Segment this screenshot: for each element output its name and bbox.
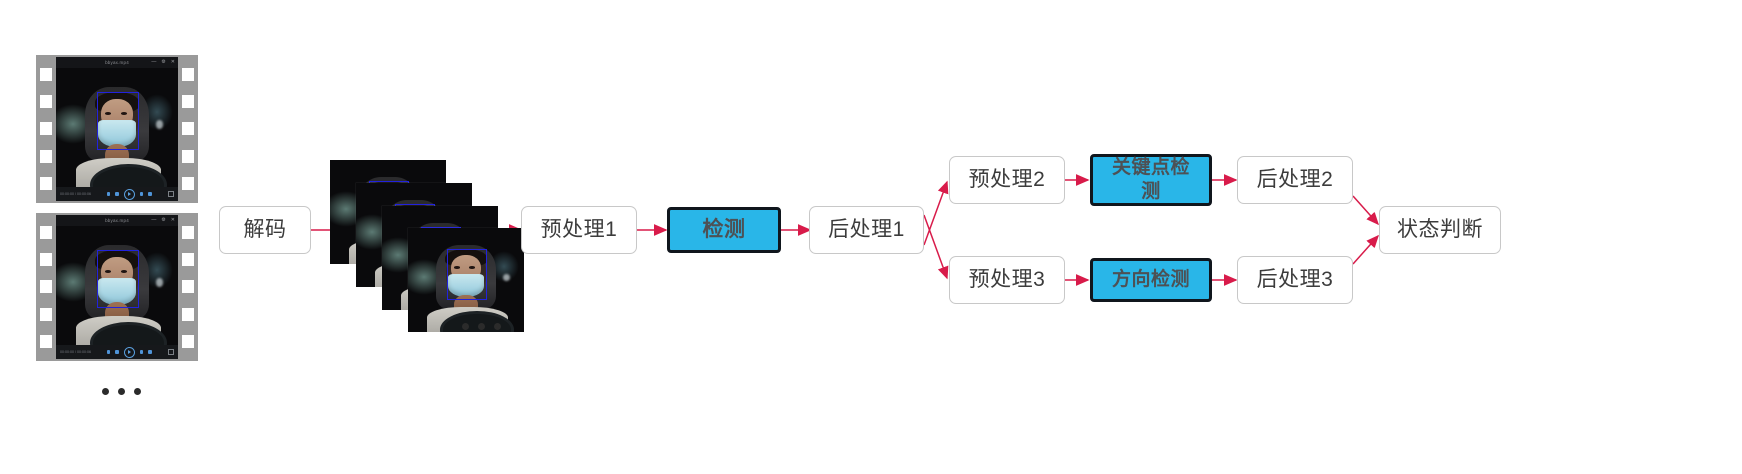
edge-postprocess1-to-preprocess3 [923,214,949,280]
decoded-frame-stack [330,160,524,332]
video-filmstrip-2[interactable]: bbyax.mp4 — ⚙ ✕ [36,213,198,361]
film-perforations-left [36,213,56,361]
stop-icon[interactable] [106,192,111,196]
playback-controls[interactable] [91,188,168,200]
node-detect[interactable]: 检测 [667,207,781,253]
face-bounding-box [97,249,139,308]
next-icon[interactable] [139,350,144,354]
video-filmstrip-1[interactable]: bbyax.mp4 — ⚙ ✕ [36,55,198,203]
stop-icon[interactable] [106,350,111,354]
minimize-icon[interactable]: — [151,58,157,65]
video-frame-content-2: bbyax.mp4 — ⚙ ✕ [56,215,178,359]
playback-controls[interactable] [91,346,168,358]
gear-icon[interactable]: ⚙ [161,216,166,223]
player-window-buttons[interactable]: — ⚙ ✕ [151,59,175,65]
node-preprocess3[interactable]: 预处理3 [949,256,1065,304]
previous-icon[interactable] [115,192,119,196]
player-title-text: bbyax.mp4 [105,60,129,65]
close-icon[interactable]: ✕ [170,216,175,223]
play-icon[interactable] [123,346,135,358]
node-keypoint-detect-line2: 测 [1141,181,1161,202]
video-list-ellipsis [102,388,141,395]
film-perforations-right [178,55,198,203]
timecode-label: 00:00:00 / 00:00:06 [60,192,91,196]
node-keypoint-detect[interactable]: 关键点检 测 [1090,154,1212,206]
video-player-2: bbyax.mp4 — ⚙ ✕ [56,215,178,359]
node-preprocess2[interactable]: 预处理2 [949,156,1065,204]
node-preprocess1[interactable]: 预处理1 [521,206,637,254]
face-mask [98,120,136,147]
node-postprocess1[interactable]: 后处理1 [809,206,924,254]
close-icon[interactable]: ✕ [170,58,175,65]
node-keypoint-detect-line1: 关键点检 [1111,157,1190,179]
film-perforations-left [36,55,56,203]
node-postprocess2[interactable]: 后处理2 [1237,156,1353,204]
video-scene [56,226,178,345]
player-titlebar: bbyax.mp4 — ⚙ ✕ [56,57,178,68]
volume-icon[interactable] [148,350,152,354]
minimize-icon[interactable]: — [151,216,157,223]
player-controls[interactable]: 00:00:00 / 00:00:06 [56,345,178,359]
decoded-frame [408,228,524,332]
frame-list-ellipsis [462,323,501,330]
video-frame-content-1: bbyax.mp4 — ⚙ ✕ [56,57,178,201]
node-postprocess3[interactable]: 后处理3 [1237,256,1353,304]
player-title-text: bbyax.mp4 [105,218,129,223]
video-scene [56,68,178,187]
player-window-buttons[interactable]: — ⚙ ✕ [151,217,175,223]
edge-postprocess3-to-state [1352,234,1379,265]
gear-icon[interactable]: ⚙ [161,58,166,65]
node-state-judge[interactable]: 状态判断 [1379,206,1501,254]
volume-icon[interactable] [148,192,152,196]
edge-postprocess2-to-state [1352,195,1379,226]
play-icon[interactable] [123,188,135,200]
player-controls[interactable]: 00:00:00 / 00:00:06 [56,187,178,201]
previous-icon[interactable] [115,350,119,354]
next-icon[interactable] [139,192,144,196]
edge-postprocess1-to-preprocess2 [923,180,949,246]
fullscreen-icon[interactable] [168,191,174,197]
film-perforations-right [178,213,198,361]
video-player-1: bbyax.mp4 — ⚙ ✕ [56,57,178,201]
timecode-label: 00:00:00 / 00:00:06 [60,350,91,354]
player-titlebar: bbyax.mp4 — ⚙ ✕ [56,215,178,226]
face-bounding-box [97,91,139,150]
fullscreen-icon[interactable] [168,349,174,355]
node-direction-detect[interactable]: 方向检测 [1090,258,1212,302]
face-mask [98,278,136,305]
node-decode[interactable]: 解码 [219,206,311,254]
